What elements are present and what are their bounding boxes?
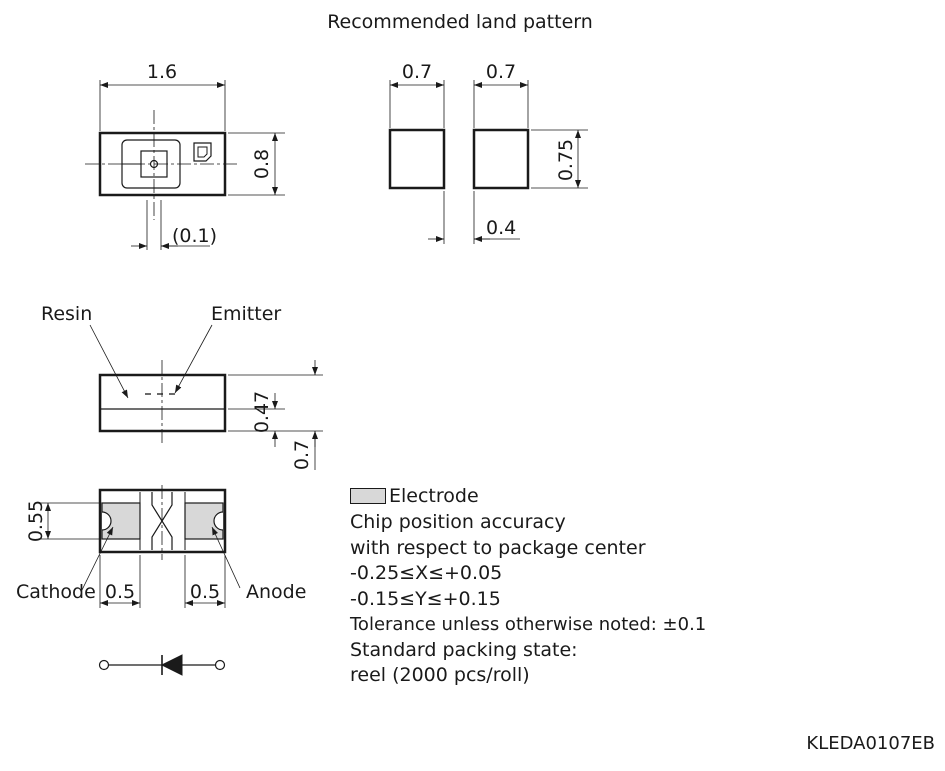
note-line: Standard packing state: xyxy=(350,639,578,661)
bottom-view-body xyxy=(98,488,227,554)
resin-label: Resin xyxy=(41,303,92,325)
land-pad-height-label: 0.75 xyxy=(555,139,577,181)
side-view xyxy=(89,324,323,470)
cathode-width-label: 0.5 xyxy=(105,581,135,603)
land-pad-right xyxy=(472,128,530,190)
top-view-width-label: 0.8 xyxy=(251,149,273,179)
bottom-view xyxy=(40,485,241,608)
side-view-resin-height-label: 0.47 xyxy=(251,391,273,433)
electrode-legend-label: Electrode xyxy=(389,485,479,507)
resin-leader xyxy=(89,324,129,399)
document-code: KLEDA0107EB xyxy=(806,733,935,754)
land-pad-left xyxy=(388,128,446,190)
cathode-leader xyxy=(81,526,114,591)
electrode-swatch xyxy=(350,488,386,504)
emitter-label: Emitter xyxy=(211,303,281,325)
note-line: reel (2000 pcs/roll) xyxy=(350,664,530,686)
electrode-legend: Electrode xyxy=(350,485,479,507)
top-view-offset-label: (0.1) xyxy=(172,225,217,247)
anode-leader xyxy=(211,526,241,589)
electrode-height-label: 0.55 xyxy=(25,500,47,542)
side-view-total-height-label: 0.7 xyxy=(291,440,313,470)
note-line: with respect to package center xyxy=(350,537,646,559)
diode-symbol xyxy=(98,654,226,676)
anode-width-label: 0.5 xyxy=(190,581,220,603)
note-line: Tolerance unless otherwise noted: ±0.1 xyxy=(350,614,707,635)
land-pad-gap-label: 0.4 xyxy=(486,217,516,239)
top-view-mark xyxy=(193,142,212,162)
note-line: Chip position accuracy xyxy=(350,511,566,533)
note-line: -0.15≤Y≤+0.15 xyxy=(350,588,501,610)
top-view-length-label: 1.6 xyxy=(147,61,177,83)
note-line: -0.25≤X≤+0.05 xyxy=(350,562,503,584)
land-pattern-title: Recommended land pattern xyxy=(327,11,593,33)
side-view-body xyxy=(98,373,227,433)
land-pattern xyxy=(388,80,588,244)
land-pad-left-width-label: 0.7 xyxy=(402,61,432,83)
land-pad-right-width-label: 0.7 xyxy=(486,61,516,83)
cathode-label: Cathode xyxy=(16,581,96,603)
emitter-leader xyxy=(174,324,213,394)
top-view xyxy=(85,80,285,250)
anode-label: Anode xyxy=(246,581,306,603)
